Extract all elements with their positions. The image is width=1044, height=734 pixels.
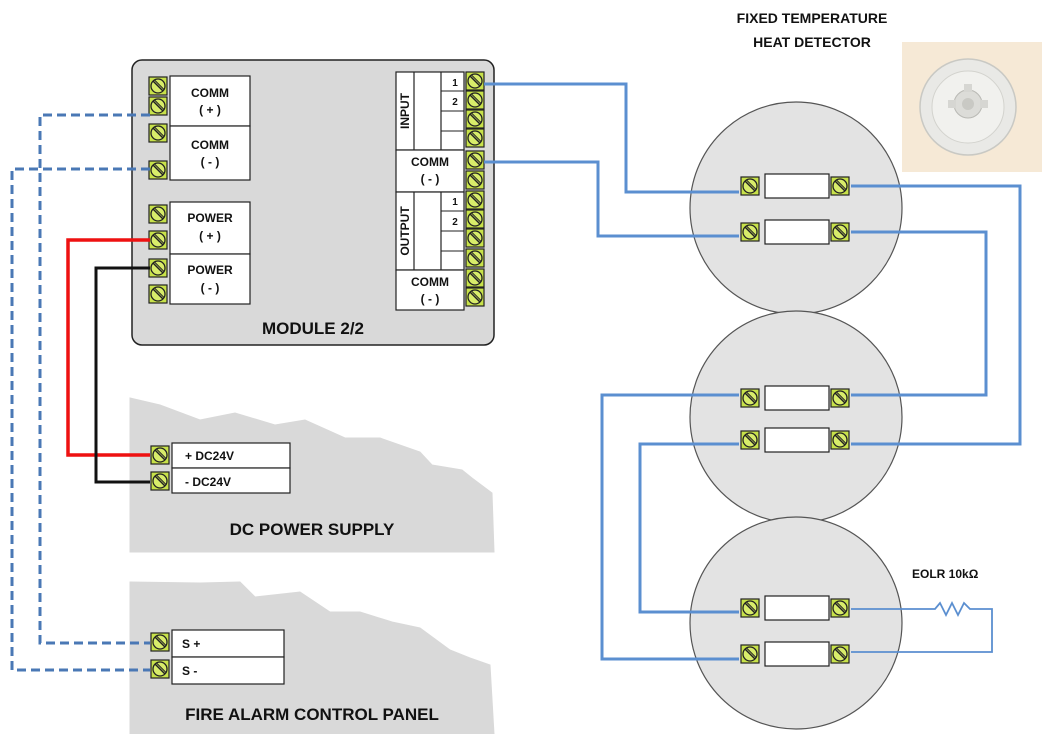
dc-minus-label: - DC24V (185, 475, 231, 489)
module-box: COMM ( + ) COMM ( - ) POWER ( + ) POWER … (131, 59, 495, 346)
power-plus-label: POWER (187, 211, 233, 225)
module-right-terminal-block (395, 71, 485, 311)
module-title: MODULE 2/2 (262, 319, 364, 338)
control-panel-title: FIRE ALARM CONTROL PANEL (185, 705, 439, 724)
dc-plus-label: + DC24V (185, 449, 234, 463)
control-panel-box: S + S - FIRE ALARM CONTROL PANEL (129, 581, 495, 734)
comm-minus-sign: ( - ) (201, 155, 220, 169)
input-number-2: 2 (452, 97, 458, 108)
power-minus-label: POWER (187, 263, 233, 277)
power-minus-sign: ( - ) (201, 281, 220, 295)
power-positive-wire (66, 238, 150, 457)
comm-upper-sign: ( - ) (421, 172, 440, 186)
comm-minus-label: COMM (191, 138, 229, 152)
output-label: OUTPUT (398, 206, 412, 256)
comm-wiring (10, 113, 150, 672)
dc-minus-terminal-icon (150, 471, 170, 491)
detector-loop-wiring (484, 82, 1022, 661)
power-supply-title: DC POWER SUPPLY (230, 520, 395, 539)
comm-upper-label: COMM (411, 155, 449, 169)
eolr-resistor (851, 600, 993, 653)
detector-terminals (740, 173, 850, 667)
s-plus-terminal-icon (150, 632, 170, 652)
power-supply-box: + DC24V - DC24V DC POWER SUPPLY (129, 397, 495, 553)
eolr-label: EOLR 10kΩ (912, 567, 979, 581)
s-minus-label: S - (182, 664, 197, 678)
output-number-1: 1 (452, 197, 458, 208)
input-label: INPUT (398, 92, 412, 129)
heat-detector-photo (902, 42, 1042, 172)
comm-plus-sign: ( + ) (199, 103, 221, 117)
output-number-2: 2 (452, 217, 458, 228)
s-minus-terminal-icon (150, 659, 170, 679)
detector-title-line1: FIXED TEMPERATURE (737, 10, 888, 26)
detector-title-line2: HEAT DETECTOR (753, 34, 871, 50)
comm-plus-label: COMM (191, 86, 229, 100)
s-plus-label: S + (182, 637, 200, 651)
comm-lower-sign: ( - ) (421, 292, 440, 306)
input-number-1: 1 (452, 78, 458, 89)
comm-lower-label: COMM (411, 275, 449, 289)
power-plus-sign: ( + ) (199, 229, 221, 243)
dc-plus-terminal-icon (150, 445, 170, 465)
power-negative-wire (94, 266, 150, 484)
detector-bases (689, 101, 903, 730)
